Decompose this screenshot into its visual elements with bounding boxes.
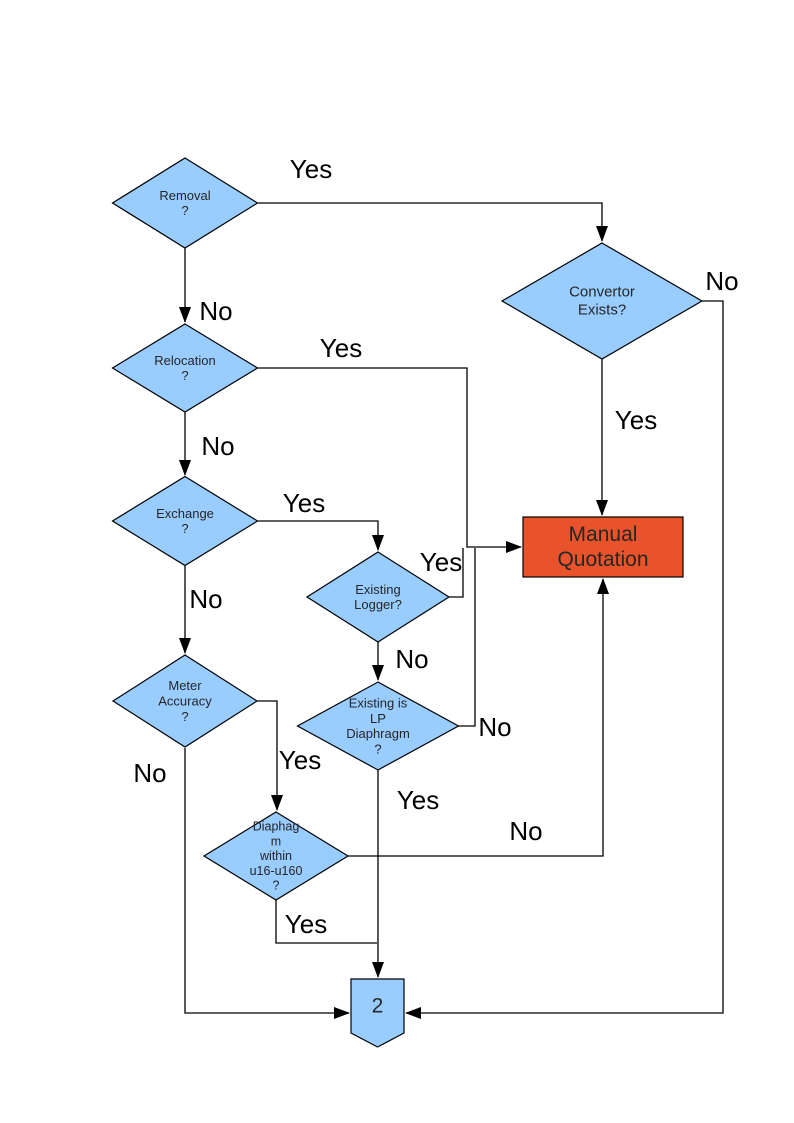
edge-meter-accuracy-yes	[257, 700, 283, 811]
edge-label-lp-diaphragm-yes: Yes	[397, 785, 439, 815]
node-exchange	[111, 475, 259, 567]
node-diaphragm-within-range	[202, 811, 350, 901]
edge-label-existing-logger-yes: Yes	[420, 547, 462, 577]
edge-exchange-yes	[258, 520, 384, 551]
edge-label-diaphragm-range-yes: Yes	[285, 909, 327, 939]
node-manual-quotation	[522, 516, 684, 578]
edge-label-diaphragm-range-no: No	[509, 816, 542, 846]
node-convertor-exists	[500, 242, 704, 360]
edge-meter-accuracy-no	[184, 748, 350, 1019]
edge-existing-logger-yes	[449, 548, 464, 598]
edge-diaphragm-range-yes	[275, 900, 377, 944]
edge-label-relocation-yes: Yes	[320, 333, 362, 363]
node-meter-accuracy	[111, 654, 259, 748]
node-label-relocation: Relocation?	[154, 353, 215, 383]
edge-label-meter-accuracy-no: No	[133, 758, 166, 788]
node-existing-lp-diaphragm	[296, 681, 460, 771]
edge-convertor-no	[405, 300, 724, 1019]
node-label-connector-2: 2	[372, 995, 384, 1018]
edge-relocation-yes	[258, 367, 522, 553]
edge-lp-diaphragm-no	[458, 548, 476, 727]
node-label-exchange: Exchange?	[156, 506, 214, 536]
node-label-removal: Removal?	[159, 188, 210, 218]
node-removal	[111, 157, 259, 249]
edge-label-exchange-yes: Yes	[283, 488, 325, 518]
node-relocation	[111, 323, 259, 413]
node-existing-logger	[305, 551, 451, 643]
edge-label-convertor-no: No	[705, 266, 738, 296]
edge-label-existing-logger-no: No	[395, 644, 428, 674]
edge-removal-yes	[258, 202, 608, 242]
edge-label-relocation-no: No	[201, 431, 234, 461]
edge-label-convertor-yes: Yes	[615, 405, 657, 435]
edge-label-meter-accuracy-yes: Yes	[279, 745, 321, 775]
edge-label-exchange-no: No	[189, 584, 222, 614]
edge-diaphragm-range-no	[348, 578, 609, 857]
edge-label-lp-diaphragm-no: No	[478, 712, 511, 742]
node-connector-2	[350, 978, 405, 1048]
edge-label-removal-no: No	[199, 296, 232, 326]
edge-label-removal-yes: Yes	[290, 154, 332, 184]
